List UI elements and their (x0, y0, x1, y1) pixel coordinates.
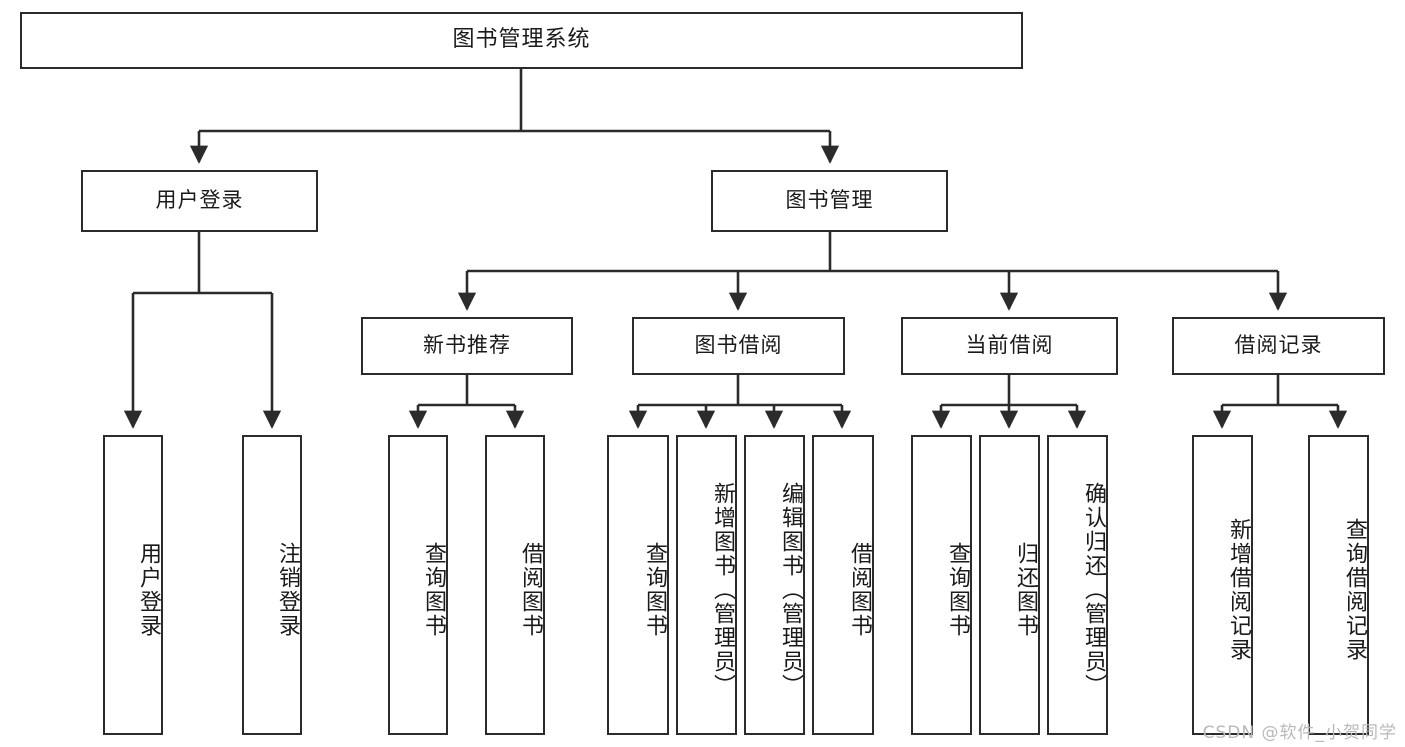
leaf-borrow-book-1-label: 借阅图书 (518, 542, 543, 638)
leaf-add-record-label: 新增借阅记录 (1226, 518, 1251, 662)
leaf-query-book-1-label: 查询图书 (421, 542, 446, 638)
leaf-query-book-2[interactable]: 查询图书 (607, 435, 669, 735)
node-user-login-label: 用户登录 (155, 188, 244, 213)
node-new-book-rec[interactable]: 新书推荐 (361, 317, 573, 375)
node-current-borrow-label: 当前借阅 (965, 333, 1054, 358)
leaf-query-book-2-label: 查询图书 (642, 542, 667, 638)
leaf-add-record[interactable]: 新增借阅记录 (1192, 435, 1253, 735)
leaf-logout[interactable]: 注销登录 (242, 435, 302, 735)
node-borrow-record-label: 借阅记录 (1234, 333, 1323, 358)
node-book-manage-label: 图书管理 (785, 188, 874, 213)
leaf-user-login[interactable]: 用户登录 (103, 435, 163, 735)
node-book-borrow[interactable]: 图书借阅 (632, 317, 845, 375)
leaf-query-book-3[interactable]: 查询图书 (911, 435, 972, 735)
leaf-query-record-label: 查询借阅记录 (1342, 518, 1367, 662)
leaf-query-record[interactable]: 查询借阅记录 (1308, 435, 1369, 735)
leaf-add-book[interactable]: 新增图书（管理员） (676, 435, 737, 735)
leaf-add-book-label: 新增图书（管理员） (710, 482, 735, 698)
node-user-login[interactable]: 用户登录 (81, 170, 318, 232)
leaf-confirm-return-label: 确认归还（管理员） (1081, 482, 1106, 698)
leaf-borrow-book-2-label: 借阅图书 (847, 542, 872, 638)
leaf-user-login-label: 用户登录 (136, 542, 161, 638)
leaf-borrow-book-1[interactable]: 借阅图书 (485, 435, 545, 735)
leaf-return-book[interactable]: 归还图书 (979, 435, 1040, 735)
node-current-borrow[interactable]: 当前借阅 (901, 317, 1118, 375)
node-root-label: 图书管理系统 (452, 27, 591, 53)
leaf-confirm-return[interactable]: 确认归还（管理员） (1047, 435, 1108, 735)
leaf-edit-book-label: 编辑图书（管理员） (778, 482, 803, 698)
node-borrow-record[interactable]: 借阅记录 (1172, 317, 1385, 375)
leaf-edit-book[interactable]: 编辑图书（管理员） (744, 435, 805, 735)
node-book-borrow-label: 图书借阅 (694, 333, 783, 358)
csdn-watermark: CSDN @软件_小贺同学 (1202, 723, 1397, 743)
leaf-query-book-3-label: 查询图书 (945, 542, 970, 638)
node-new-book-rec-label: 新书推荐 (423, 333, 511, 358)
leaf-logout-label: 注销登录 (275, 542, 300, 638)
node-root[interactable]: 图书管理系统 (20, 12, 1023, 69)
leaf-return-book-label: 归还图书 (1013, 542, 1038, 638)
leaf-query-book-1[interactable]: 查询图书 (388, 435, 448, 735)
node-book-manage[interactable]: 图书管理 (711, 170, 948, 232)
leaf-borrow-book-2[interactable]: 借阅图书 (812, 435, 874, 735)
